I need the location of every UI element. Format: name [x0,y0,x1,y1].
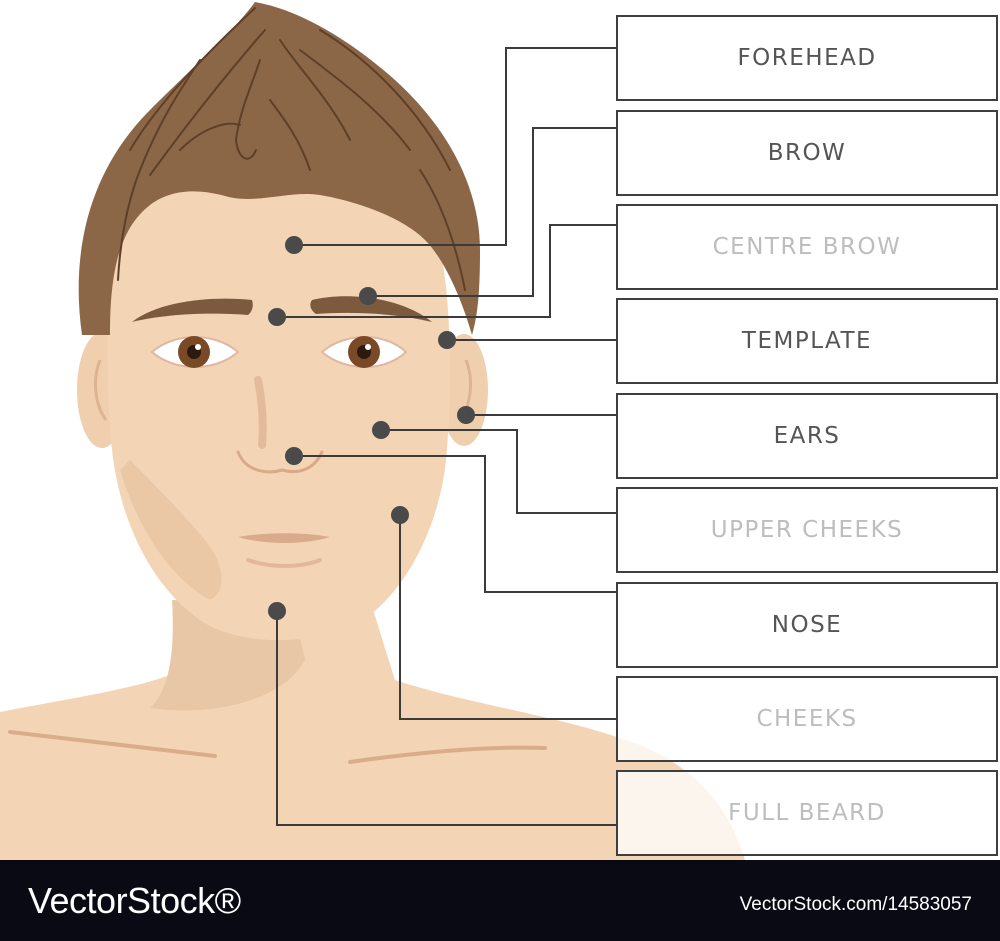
image-id-text: VectorStock.com/14583057 [739,894,972,915]
label-full-beard: FULL BEARD [616,770,998,856]
collarbone-left [8,730,217,758]
label-brow: BROW [616,110,998,196]
dot-forehead [285,236,303,254]
ear-right [440,334,488,446]
dot-nose [285,447,303,465]
dot-ears [457,406,475,424]
label-ears: EARS [616,393,998,479]
label-centre-brow: CENTRE BROW [616,204,998,290]
face-zones-diagram: FOREHEAD BROW CENTRE BROW TEMPLATE EARS … [0,2,998,860]
dot-centre-brow [268,308,286,326]
dot-template [438,331,456,349]
hair-strands [117,7,466,291]
eyebrow-left [132,298,253,322]
nose-shadow [254,376,267,449]
dot-upper-cheeks [372,421,390,439]
mouth [238,533,330,543]
dot-brow [359,287,377,305]
label-template: TEMPLATE [616,298,998,384]
leader-lines [276,47,616,826]
watermark-footer: VectorStock® VectorStock.com/14583057 [0,860,1000,941]
label-cheeks: CHEEKS [616,676,998,762]
cheek-shadow [120,460,222,600]
face-illustration [0,2,745,860]
label-upper-cheeks: UPPER CHEEKS [616,487,998,573]
collarbone-right [348,745,547,764]
vectorstock-logo: VectorStock® [28,880,241,921]
face [107,167,450,641]
dot-cheeks [391,506,409,524]
label-nose: NOSE [616,582,998,668]
marker-dots [268,236,475,620]
dot-full-beard [268,602,286,620]
eyebrow-right [310,296,432,322]
label-forehead: FOREHEAD [616,15,998,101]
nose [236,450,324,474]
